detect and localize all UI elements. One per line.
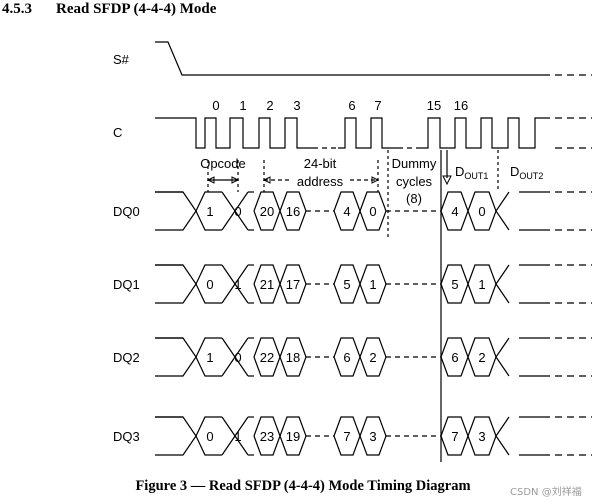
clock-cycle-label: 3 <box>293 98 300 113</box>
dq-bit-value: 23 <box>260 429 274 444</box>
dq-bit-value: 1 <box>206 204 213 219</box>
dq-bit-value: 19 <box>286 429 300 444</box>
dq-opcode-cell-a <box>195 416 222 437</box>
dq-opcode-cell-b <box>195 435 222 456</box>
section-title: Read SFDP (4-4-4) Mode <box>56 1 217 17</box>
dq-trailing-open <box>495 416 510 456</box>
dq-bit-value: 0 <box>478 204 485 219</box>
clock-cycle-label: 0 <box>212 98 219 113</box>
dq-bit-value: 21 <box>260 277 274 292</box>
dq-opcode-cell-a <box>195 264 222 285</box>
dq-bit-value: 20 <box>260 204 274 219</box>
dq-bit-value: 7 <box>451 429 458 444</box>
dq-bit-value: 0 <box>234 204 241 219</box>
dq-bit-value: 1 <box>234 429 241 444</box>
clock-cycle-label: 16 <box>454 98 468 113</box>
dq-bit-value: 2 <box>478 350 485 365</box>
dq-signal-label: DQ0 <box>113 204 140 219</box>
dq-opcode-cross2 <box>221 416 249 456</box>
address-label-line2: address <box>297 174 344 189</box>
dout1-label: DOUT1 <box>455 164 488 181</box>
clock-cycle-label: 1 <box>239 98 246 113</box>
address-label-line1: 24-bit <box>304 156 337 171</box>
dq-bit-value: 6 <box>451 350 458 365</box>
dq-bit-value: 0 <box>369 204 376 219</box>
dq-trailing-open <box>495 191 510 231</box>
clock-cycle-label: 2 <box>266 98 273 113</box>
dq-opcode-cross2 <box>221 337 249 377</box>
dq-trailing-open <box>495 337 510 377</box>
dummy-label-line3: (8) <box>406 191 422 206</box>
dummy-label-line2: cycles <box>396 174 433 189</box>
dq-bit-value: 22 <box>260 350 274 365</box>
clock-cycle-label: 15 <box>427 98 441 113</box>
dummy-label-line1: Dummy <box>392 156 437 171</box>
dq-opcode-cell-b <box>195 356 222 377</box>
dq-out-cell <box>467 416 497 456</box>
dq-out-cell <box>467 191 497 231</box>
dq-bit-value: 0 <box>206 277 213 292</box>
dq-out-cell <box>467 264 497 304</box>
dq-bit-value: 3 <box>369 429 376 444</box>
section-heading: 4.5.3 Read SFDP (4-4-4) Mode <box>2 1 216 18</box>
dq-opcode-cell-b <box>195 210 222 231</box>
clock-signal-label: C <box>113 125 122 140</box>
section-number: 4.5.3 <box>2 1 32 17</box>
cs-waveform <box>155 41 550 76</box>
clock-waveform-c <box>420 117 550 149</box>
cs-signal-label: S# <box>113 52 130 67</box>
clock-waveform-b <box>338 117 398 149</box>
clock-waveform-a <box>155 117 313 149</box>
dq-out-cell <box>467 337 497 377</box>
opcode-arrow-right <box>231 176 240 184</box>
dq-bit-value: 2 <box>369 350 376 365</box>
dq-bit-value: 5 <box>343 277 350 292</box>
dq-bit-value: 1 <box>369 277 376 292</box>
dq-bit-value: 0 <box>206 429 213 444</box>
opcode-label: Opcode <box>200 156 246 171</box>
dq-leading-bus <box>155 416 197 456</box>
dout2-label: DOUT2 <box>510 164 543 181</box>
dq-bit-value: 1 <box>234 277 241 292</box>
dq-bit-value: 1 <box>478 277 485 292</box>
dq-opcode-cell-b <box>195 283 222 304</box>
dq-bit-value: 7 <box>343 429 350 444</box>
dq-opcode-cross2 <box>221 264 249 304</box>
dq-signal-label: DQ3 <box>113 429 140 444</box>
dq-bit-value: 4 <box>451 204 458 219</box>
dq-leading-bus <box>155 191 197 231</box>
dq-signal-label: DQ2 <box>113 350 140 365</box>
dq-bit-value: 6 <box>343 350 350 365</box>
dout-arrow-head <box>442 175 452 186</box>
dq-bit-value: 1 <box>206 350 213 365</box>
dq-bit-value: 4 <box>343 204 350 219</box>
dq-opcode-cell-a <box>195 191 222 212</box>
dq-opcode-cell-a <box>195 337 222 358</box>
clock-cycle-label: 7 <box>374 98 381 113</box>
address-arrow-left <box>262 176 271 184</box>
waveform-lines <box>155 41 592 462</box>
dq-bit-value: 18 <box>286 350 300 365</box>
dq-opcode-cross2 <box>221 191 249 231</box>
figure-caption: Figure 3 — Read SFDP (4-4-4) Mode Timing… <box>135 478 471 494</box>
dq-bit-value: 17 <box>286 277 300 292</box>
dq-leading-bus <box>155 264 197 304</box>
dq-bit-value: 3 <box>478 429 485 444</box>
dq-trailing-open <box>495 264 510 304</box>
clock-cycle-label: 6 <box>348 98 355 113</box>
opcode-arrow-left <box>206 176 215 184</box>
dq-signal-label: DQ1 <box>113 277 140 292</box>
dq-bit-value: 5 <box>451 277 458 292</box>
dq-bit-value: 16 <box>286 204 300 219</box>
dq-leading-bus <box>155 337 197 377</box>
dq-bit-value: 0 <box>234 350 241 365</box>
address-arrow-right <box>371 176 380 184</box>
watermark: CSDN @刘祥福 <box>510 487 582 498</box>
